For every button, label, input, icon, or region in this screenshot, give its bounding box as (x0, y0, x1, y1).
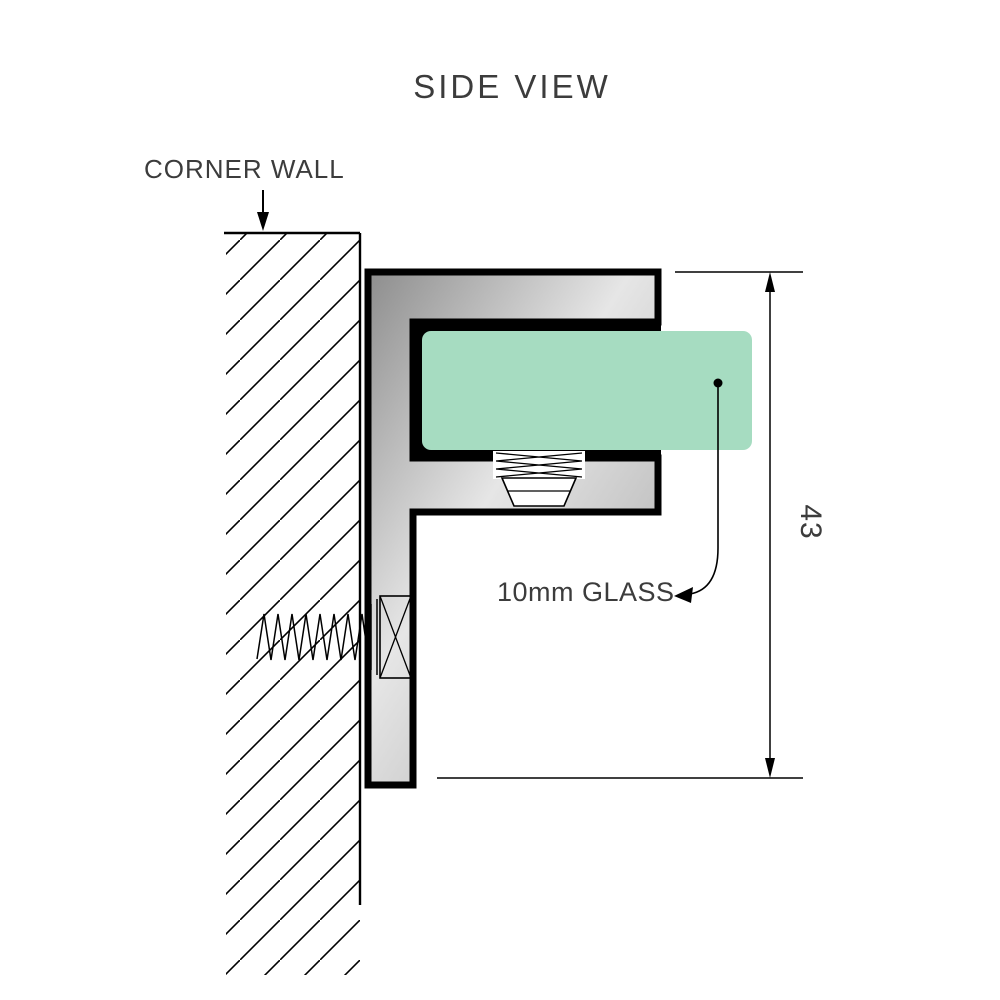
dimension-arrowhead-top-icon (765, 272, 775, 292)
screw-head-diagonal-2 (379, 595, 412, 679)
corner-wall-label: CORNER WALL (144, 154, 345, 184)
grub-screw-tip (500, 477, 578, 507)
fixing-screw (256, 595, 412, 679)
wall-hatching (226, 234, 360, 975)
corner-wall-callout: CORNER WALL (144, 154, 345, 231)
glass-callout-arrowhead-icon (674, 587, 693, 603)
glass-callout-leader (689, 383, 719, 595)
corner-wall-arrowhead-icon (257, 212, 269, 231)
screw-head (379, 595, 412, 679)
glass-label: 10mm GLASS (497, 577, 675, 607)
page-title: SIDE VIEW (413, 68, 611, 105)
dimension-value: 43 (794, 504, 827, 539)
dimension-arrowhead-bottom-icon (765, 758, 775, 778)
grub-screw (493, 451, 585, 507)
glass-panel (422, 331, 752, 450)
grub-screw-threads (495, 452, 583, 478)
glass-callout: 10mm GLASS (497, 378, 723, 607)
corner-wall (224, 231, 362, 975)
screw-threads (256, 613, 369, 661)
height-dimension: 43 (437, 271, 827, 779)
